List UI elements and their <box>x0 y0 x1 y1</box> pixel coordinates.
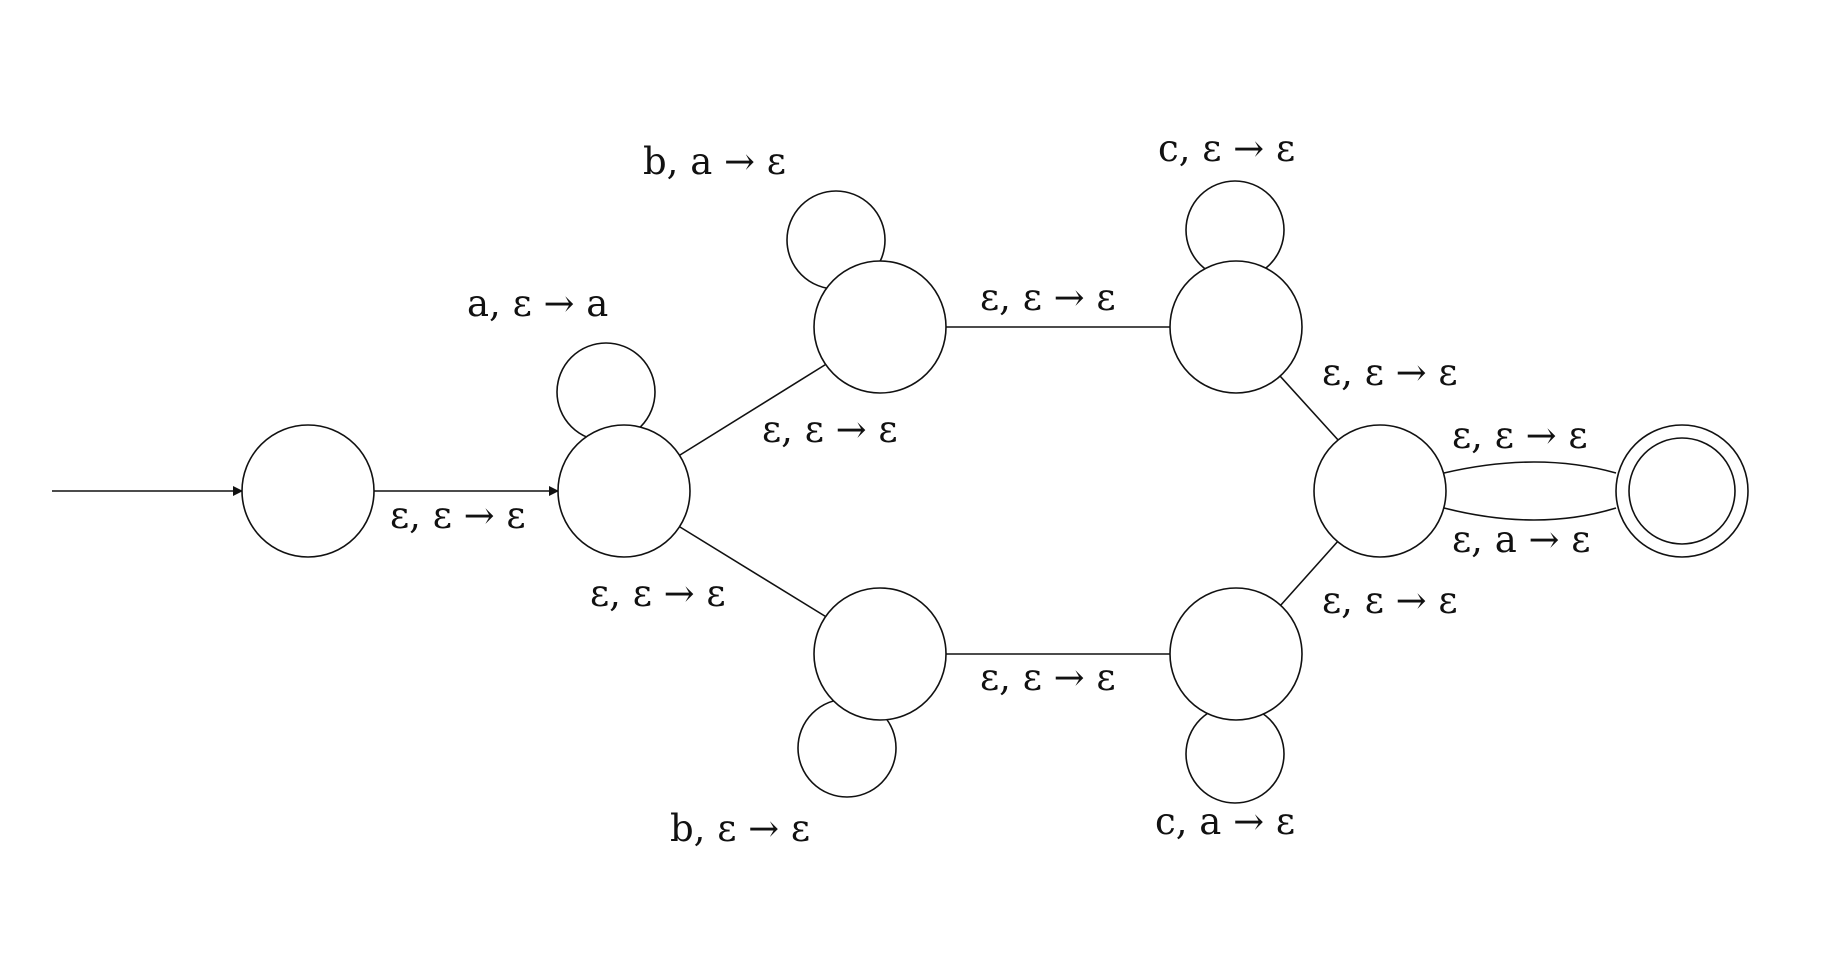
label-q1-q4: ε, ε → ε <box>590 572 726 615</box>
state-q7-accepting-inner <box>1628 437 1736 545</box>
label-q2-q3: ε, ε → ε <box>980 276 1116 319</box>
edge-q1-q4 <box>679 526 829 619</box>
label-loop-q5: c, a → ε <box>1155 800 1295 843</box>
state-q5 <box>1169 587 1303 721</box>
label-loop-q2: b, a → ε <box>643 140 786 183</box>
label-loop-q4: b, ε → ε <box>670 807 810 850</box>
label-q1-q2: ε, ε → ε <box>762 408 898 451</box>
label-loop-q1: a, ε → a <box>467 282 608 325</box>
state-q1 <box>557 424 691 558</box>
edge-q5-q6 <box>1279 539 1340 607</box>
label-loop-q3: c, ε → ε <box>1158 127 1295 170</box>
state-q2 <box>813 260 947 394</box>
state-q3 <box>1169 260 1303 394</box>
state-q0-start <box>241 424 375 558</box>
label-q6-q7-upper: ε, ε → ε <box>1452 414 1588 457</box>
state-q6 <box>1313 424 1447 558</box>
edge-q1-q2 <box>679 362 829 456</box>
label-q3-q6: ε, ε → ε <box>1322 351 1458 394</box>
edge-q6-q7-upper <box>1443 461 1617 474</box>
state-q4 <box>813 587 947 721</box>
label-q6-q7-lower: ε, a → ε <box>1452 518 1590 561</box>
label-q4-q5: ε, ε → ε <box>980 656 1116 699</box>
edge-q3-q6 <box>1279 375 1340 442</box>
label-q5-q6: ε, ε → ε <box>1322 579 1458 622</box>
label-q0-q1: ε, ε → ε <box>390 494 526 537</box>
edge-q6-q7-lower <box>1443 507 1617 521</box>
